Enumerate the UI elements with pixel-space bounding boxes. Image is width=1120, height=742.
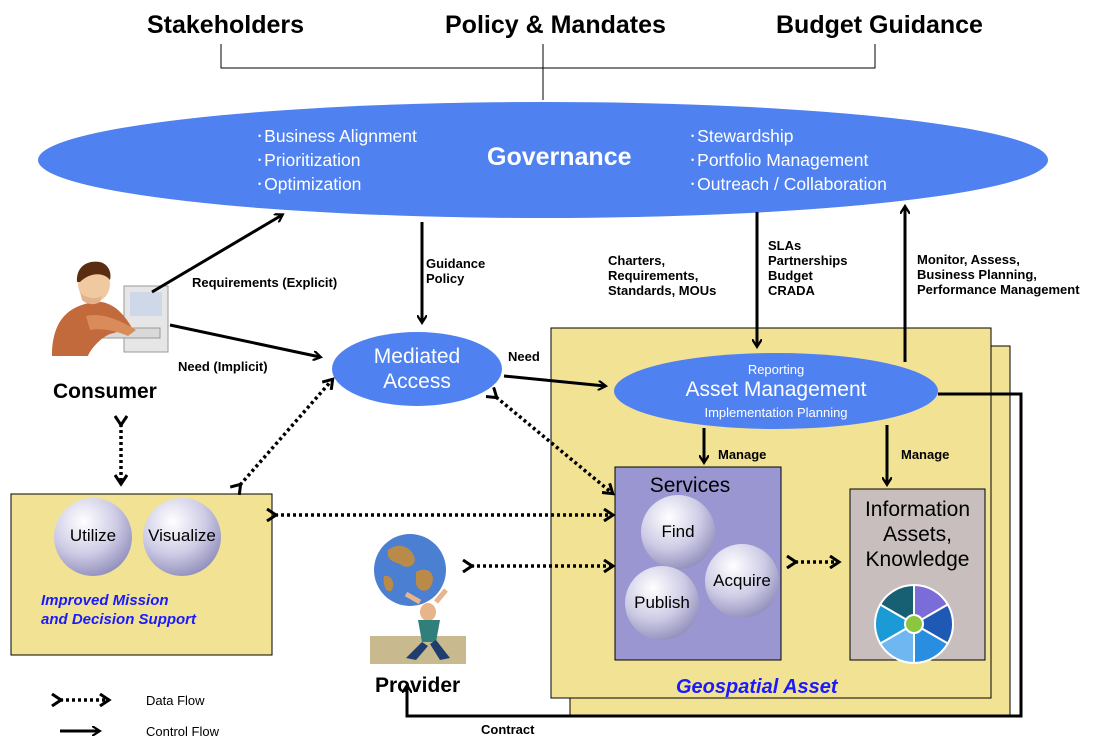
mission-caption: Improved Mission and Decision Support xyxy=(41,592,197,628)
governance-left-item: •Optimization xyxy=(258,174,362,194)
publish-sphere xyxy=(625,566,699,640)
contract-arrow xyxy=(407,392,1023,718)
mediated-services-dataflow xyxy=(496,397,612,493)
governance-title: Governance xyxy=(487,143,632,171)
segmented-pie-icon xyxy=(873,583,955,665)
data-flow-arrows xyxy=(121,380,838,566)
find-label: Find xyxy=(661,522,695,541)
governance-ellipse xyxy=(38,102,1048,218)
governance-right-list: •Stewardship •Portfolio Management •Outr… xyxy=(691,124,887,196)
person-carrying-globe-icon xyxy=(366,532,470,666)
info-assets-label: Information Assets, Knowledge xyxy=(864,498,971,571)
utilize-sphere xyxy=(54,498,132,576)
legend-control-flow-label: Control Flow xyxy=(146,724,219,739)
provider-label: Provider xyxy=(375,674,461,697)
mediated-access-ellipse xyxy=(332,332,502,406)
slas-label: SLAs Partnerships Budget CRADA xyxy=(768,238,848,298)
person-at-computer-icon xyxy=(52,261,169,356)
acquire-sphere xyxy=(705,544,779,618)
legend-graphics xyxy=(60,700,108,731)
mission-box xyxy=(10,493,273,656)
requirements-arrow xyxy=(151,215,282,294)
asset-management-top: Reporting xyxy=(747,362,805,377)
governance-right-item: •Stewardship xyxy=(691,126,794,146)
need-label: Need xyxy=(508,349,540,364)
governance-left-list: •Business Alignment •Prioritization •Opt… xyxy=(258,124,417,196)
manage-info-label: Manage xyxy=(901,447,950,462)
asset-management-title: Asset Management xyxy=(685,378,867,401)
acquire-label: Acquire xyxy=(713,571,771,590)
contract-label: Contract xyxy=(481,722,535,737)
charters-label: Charters, Requirements, Standards, MOUs xyxy=(608,253,717,298)
find-sphere xyxy=(641,495,715,569)
services-title: Services xyxy=(649,474,731,497)
control-flow-arrows xyxy=(151,207,1023,718)
monitor-label: Monitor, Assess, Business Planning, Perf… xyxy=(917,252,1080,297)
publish-label: Publish xyxy=(634,593,690,612)
stakeholders-label: Stakeholders xyxy=(147,11,305,39)
consumer-label: Consumer xyxy=(53,380,157,403)
need-implicit-label: Need (Implicit) xyxy=(178,359,268,374)
budget-guidance-label: Budget Guidance xyxy=(776,11,983,39)
mission-mediated-dataflow xyxy=(240,380,332,485)
need-implicit-arrow xyxy=(169,323,320,357)
asset-management-ellipse xyxy=(614,353,938,429)
legend-data-flow-label: Data Flow xyxy=(146,693,205,708)
utilize-label: Utilize xyxy=(69,526,117,545)
need-arrow xyxy=(503,374,605,386)
asset-management-bottom: Implementation Planning xyxy=(704,405,848,420)
mediated-access-label: Mediated Access xyxy=(373,345,461,393)
governance-right-item: •Portfolio Management xyxy=(691,150,869,170)
policy-mandates-label: Policy & Mandates xyxy=(445,11,666,39)
governance-left-item: •Prioritization xyxy=(258,150,361,170)
geospatial-asset-label: Geospatial Asset xyxy=(676,676,838,698)
governance-right-item: •Outreach / Collaboration xyxy=(691,174,887,194)
stakeholder-bracket xyxy=(220,44,876,100)
visualize-label: Visualize xyxy=(148,526,216,545)
requirements-explicit-label: Requirements (Explicit) xyxy=(192,275,338,290)
guidance-policy-label: Guidance Policy xyxy=(426,256,486,286)
visualize-sphere xyxy=(143,498,221,576)
manage-services-label: Manage xyxy=(718,447,767,462)
governance-left-item: •Business Alignment xyxy=(258,126,417,146)
